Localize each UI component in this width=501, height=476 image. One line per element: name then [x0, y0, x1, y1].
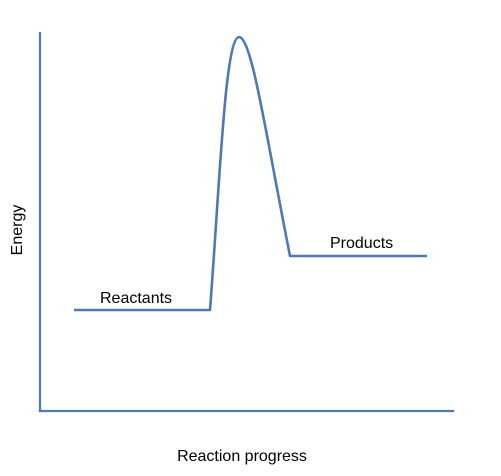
products-label: Products — [330, 235, 393, 252]
y-axis-label: Energy — [9, 205, 26, 256]
reactants-label: Reactants — [100, 290, 172, 307]
x-axis-label: Reaction progress — [177, 448, 307, 465]
energy-curve — [74, 35, 427, 312]
